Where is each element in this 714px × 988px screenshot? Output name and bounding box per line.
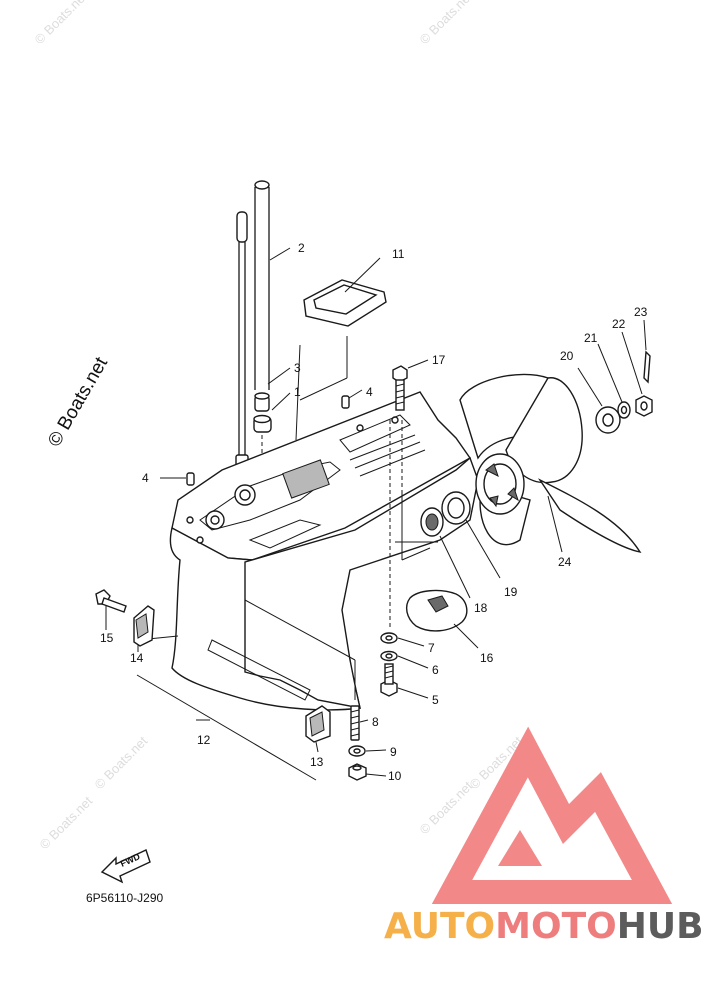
callout-label: 8 — [372, 715, 379, 729]
anode-13 — [305, 705, 331, 743]
callout-label: 9 — [390, 745, 397, 759]
callout-label: 2 — [298, 241, 305, 255]
callout-label: 1 — [294, 385, 301, 399]
bolt-17 — [392, 365, 408, 411]
watermark-bottom-left: © Boats.net — [37, 793, 96, 852]
callout-label: 4 — [366, 385, 373, 399]
callout-label: 5 — [432, 693, 439, 707]
callout-label: 10 — [388, 769, 402, 783]
callout-label: 4 — [142, 471, 149, 485]
dowel-pins — [186, 395, 350, 486]
callout-label: 23 — [634, 305, 648, 319]
watermark-mid-left: © Boats.net — [92, 733, 151, 792]
callout-label: 20 — [560, 349, 574, 363]
hardware-stack — [348, 632, 398, 781]
logo-part-moto: MOTO — [495, 906, 617, 947]
logo-triangle — [431, 726, 673, 904]
callout-label: 16 — [480, 651, 494, 665]
shift-rod — [235, 211, 249, 476]
drive-shaft — [254, 180, 270, 390]
automotohub-logo: AUTOMOTOHUB — [384, 726, 704, 947]
diagram-code: 6P56110-J290 — [86, 891, 164, 905]
forward-arrow: FWD — [100, 849, 151, 884]
callout-label: 7 — [428, 641, 435, 655]
propeller-shaft-housing-parts — [395, 491, 471, 632]
callout-label: 6 — [432, 663, 439, 677]
logo-wordmark: AUTOMOTOHUB — [384, 906, 704, 947]
callout-label: 15 — [100, 631, 114, 645]
callout-label: 11 — [392, 247, 405, 261]
callout-label: 14 — [130, 651, 144, 665]
watermark-side: © Boats.net — [44, 353, 112, 450]
callout-label: 21 — [584, 331, 598, 345]
callout-label: 24 — [558, 555, 572, 569]
callout-label: 19 — [504, 585, 518, 599]
lower-casing — [169, 391, 479, 711]
watermark-top-right: © Boats.net — [417, 0, 476, 47]
watermark-bottom-right: © Boats.net — [417, 778, 476, 837]
callout-label: 13 — [310, 755, 324, 769]
propeller — [459, 373, 642, 554]
leader-lines — [136, 336, 431, 781]
callout-label: 17 — [432, 353, 446, 367]
callout-label: 18 — [474, 601, 488, 615]
callout-label: 22 — [612, 317, 626, 331]
gasket — [303, 279, 387, 327]
install-guide-lines — [261, 420, 403, 630]
callout-label: 3 — [294, 361, 301, 375]
logo-part-hub: HUB — [617, 906, 704, 947]
logo-part-auto: AUTO — [384, 906, 495, 947]
bush-and-seal — [253, 392, 272, 433]
callout-numbers: 2 3 1 4 4 5 6 7 8 9 10 11 12 13 14 15 16… — [100, 241, 648, 783]
anode-and-bolt — [95, 589, 155, 647]
watermark-top-left: © Boats.net — [32, 0, 91, 47]
propeller-nut-stack — [595, 350, 653, 434]
callout-label: 12 — [197, 733, 211, 747]
callout-leaders — [105, 247, 647, 777]
watermark-layer: © Boats.net © Boats.net © Boats.net © Bo… — [32, 0, 526, 852]
